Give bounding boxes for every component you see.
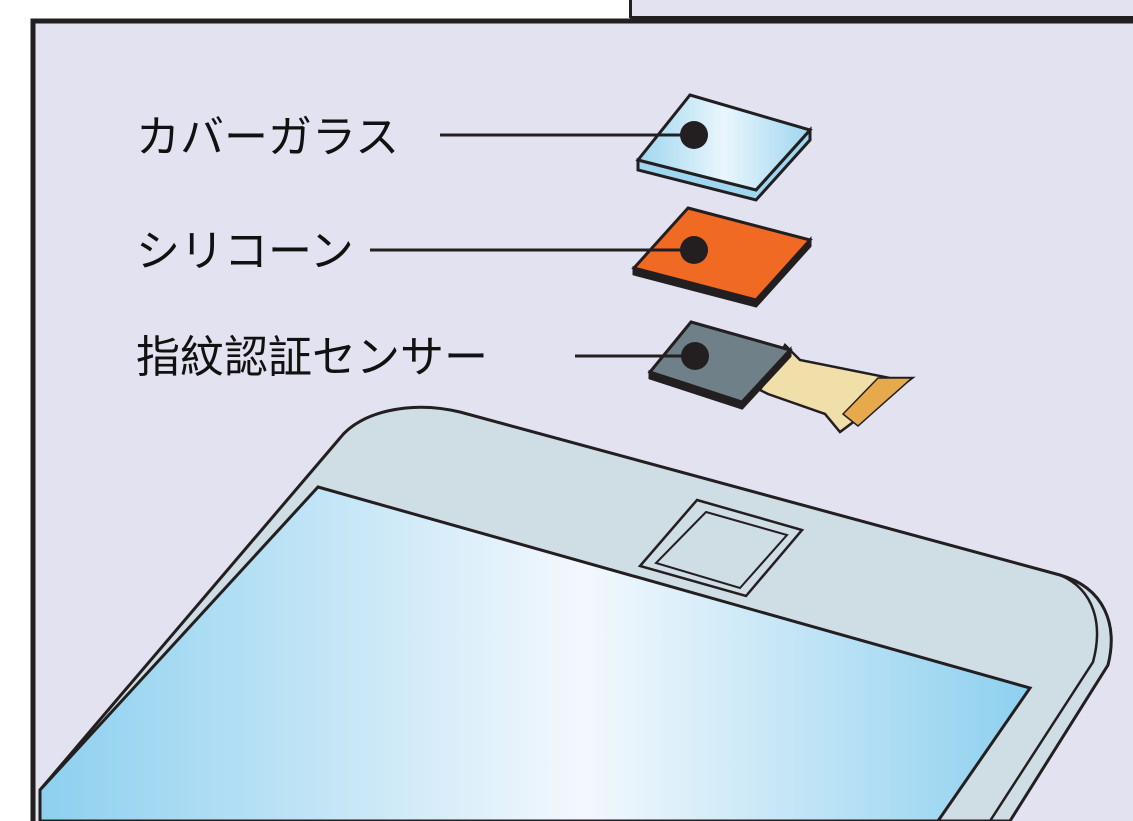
- label-cover-glass: カバーガラス: [136, 112, 399, 163]
- flex-connector: [841, 377, 914, 427]
- cover-glass-layer: [440, 93, 813, 202]
- silicone-top: [631, 206, 813, 302]
- smartphone: [38, 405, 1113, 821]
- phone-screen: [38, 485, 1033, 821]
- top-panel-fragments: [0, 0, 1133, 20]
- home-button: [637, 498, 805, 598]
- cover-glass-top: [635, 93, 813, 192]
- top-left-white-panel: [0, 0, 632, 18]
- flex-cable: [758, 342, 916, 434]
- home-button-outer: [637, 498, 805, 598]
- label-fingerprint-sensor: 指紋認証センサー: [136, 332, 488, 383]
- label-silicone: シリコーン: [136, 226, 354, 277]
- silicone-layer: [370, 206, 813, 308]
- phone-edge-inner: [988, 573, 1099, 821]
- home-button-inner: [654, 510, 789, 590]
- top-right-panel: [632, 0, 1133, 18]
- fingerprint-sensor-layer: [575, 320, 916, 434]
- flex-cable-strip: [758, 342, 916, 434]
